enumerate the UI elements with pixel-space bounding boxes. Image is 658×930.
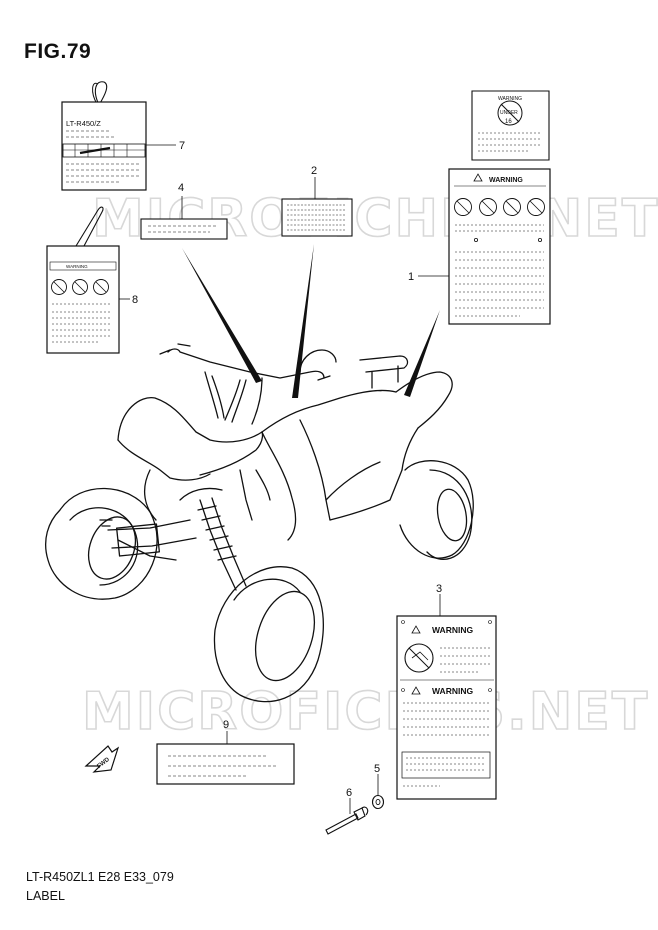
part-6-rivet — [325, 806, 369, 835]
pointer-part-1 — [404, 310, 440, 397]
part-1-warning-label — [448, 90, 551, 325]
callout-7: 7 — [179, 140, 185, 152]
age-badge-top: UNDER — [500, 110, 518, 116]
part-8-warning-text: WARNING — [66, 264, 88, 269]
part-1-warning-text: WARNING — [489, 177, 523, 184]
callout-9: 9 — [223, 719, 229, 731]
part-8-warning-tag — [46, 206, 120, 354]
part-1-upper-warning-text: WARNING — [498, 96, 522, 102]
warning-triangle-icon — [473, 173, 483, 182]
part-5-washer — [371, 794, 385, 810]
age-badge-number: 16 — [505, 119, 512, 125]
watermark-lower: MICROFICHES.NET — [82, 682, 649, 742]
part-7-hang-tag — [61, 81, 147, 191]
fwd-arrow-icon: FWD — [84, 745, 120, 773]
hang-tag-model-text: LT-R450/Z — [66, 119, 101, 128]
pointer-part-2 — [292, 244, 314, 398]
part-3-warning-text-bottom: WARNING — [432, 686, 473, 696]
callout-6: 6 — [346, 787, 352, 799]
part-2-label — [281, 198, 353, 237]
figure-title: FIG.79 — [24, 40, 92, 63]
part-3-warning-label — [396, 615, 497, 800]
callout-8: 8 — [132, 294, 138, 306]
callout-3: 3 — [436, 583, 442, 595]
part-4-label — [140, 218, 228, 240]
figure-name: LABEL — [26, 889, 65, 903]
callout-1: 1 — [408, 271, 414, 283]
atv-vehicle-drawing — [45, 343, 474, 703]
callout-2: 2 — [311, 165, 317, 177]
pointer-part-4 — [182, 248, 262, 383]
fwd-arrow-text: FWD — [96, 756, 111, 770]
figure-code: LT-R450ZL1 E28 E33_079 — [26, 870, 174, 884]
callout-4: 4 — [178, 182, 184, 194]
part-3-warning-text-top: WARNING — [432, 625, 473, 635]
callout-5: 5 — [374, 763, 380, 775]
part-9-label — [156, 743, 295, 785]
